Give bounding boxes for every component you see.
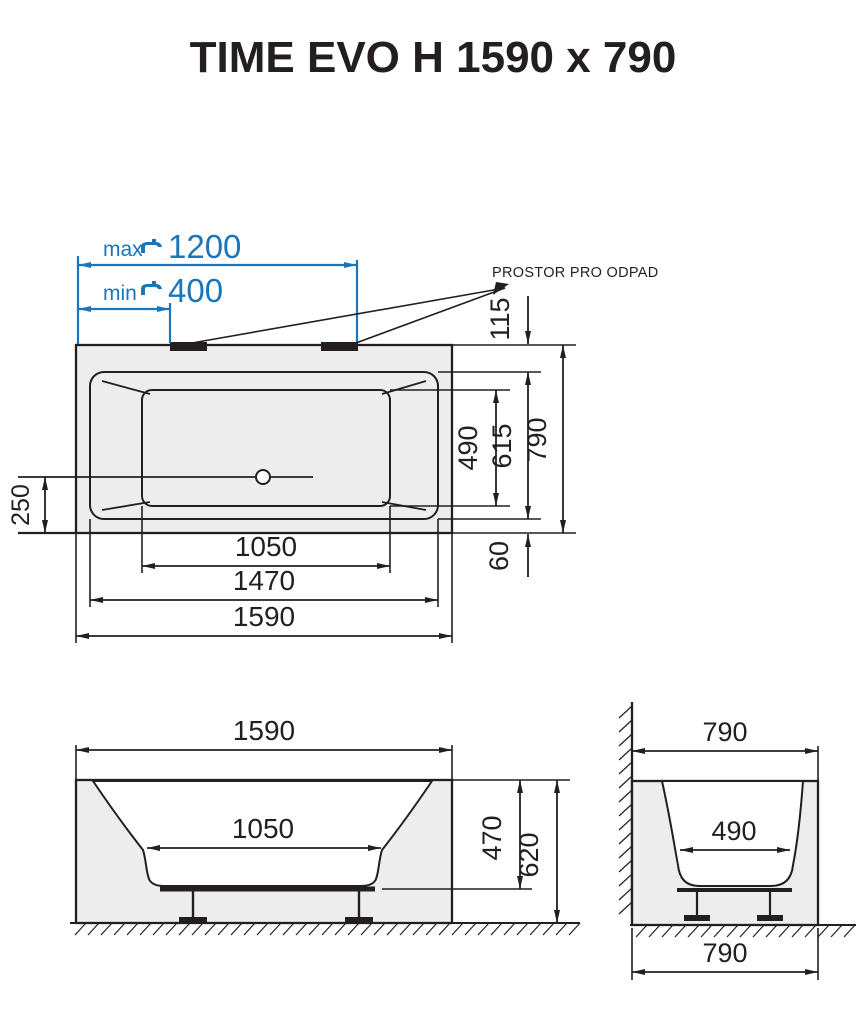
drain-icon: [255, 469, 271, 485]
front-dim-overall-length-label: 1590: [233, 715, 295, 746]
waste-slot-1: [170, 342, 207, 351]
waste-leader-lines: [191, 282, 509, 344]
tap-max-value: 1200: [168, 228, 241, 265]
dim-top-overhang-label: 115: [485, 297, 515, 340]
page-title: TIME EVO H 1590 x 790: [190, 33, 677, 82]
dim-rim-length-label: 1470: [233, 565, 295, 596]
dim-overall-width-label: 790: [522, 417, 552, 462]
dim-bottom-overhang-label: 60: [484, 541, 514, 571]
plan-rim-outline: [89, 371, 439, 520]
front-legs: [179, 891, 373, 923]
side-dim-basin-width-label: 490: [711, 816, 756, 846]
front-dim-depth-label: 470: [477, 815, 507, 860]
waste-slot-2: [321, 342, 358, 351]
plan-width-dimensions: 490 615 790 115 60: [390, 296, 576, 577]
front-dim-basin-length-label: 1050: [232, 813, 294, 844]
side-dim-overall-width-label: 790: [702, 717, 747, 747]
side-dim-footprint-width-label: 790: [702, 938, 747, 968]
side-dimensions: 790 490 790: [631, 717, 819, 980]
front-dimensions: 1590 1050 470 620: [75, 715, 570, 923]
tap-min-value: 400: [168, 272, 223, 309]
top-view: 250 max 1200 min 400 PROSTOR PRO ODPAD: [7, 228, 659, 643]
side-legs: [684, 892, 783, 921]
plan-basin-outline: [141, 389, 391, 507]
side-basin-outline: [660, 780, 805, 887]
ground-hatch: [74, 922, 581, 936]
dim-drain-offset: 250: [7, 477, 48, 533]
dim-rim-width-label: 615: [487, 423, 517, 468]
wall-hatch: [618, 705, 633, 915]
tap-position-dimensions: max 1200 min 400: [76, 228, 359, 344]
front-dim-height-label: 620: [514, 832, 544, 877]
front-view: 1590 1050 470 620: [70, 715, 581, 936]
dim-drain-offset-label: 250: [7, 484, 35, 526]
dim-overall-length-label: 1590: [233, 601, 295, 632]
plan-length-dimensions: 1050 1470 1590: [75, 506, 453, 643]
tap-max-label: max: [103, 238, 143, 261]
side-view: 790 490 790: [618, 702, 856, 980]
waste-label: PROSTOR PRO ODPAD: [492, 265, 659, 281]
dim-basin-length-label: 1050: [235, 531, 297, 562]
faucet-icon: [141, 281, 162, 295]
tap-min-label: min: [103, 282, 137, 305]
ground-hatch: [635, 924, 856, 938]
dim-basin-width-label: 490: [453, 425, 483, 470]
front-basin-outline: [91, 780, 434, 887]
faucet-icon: [141, 239, 162, 253]
